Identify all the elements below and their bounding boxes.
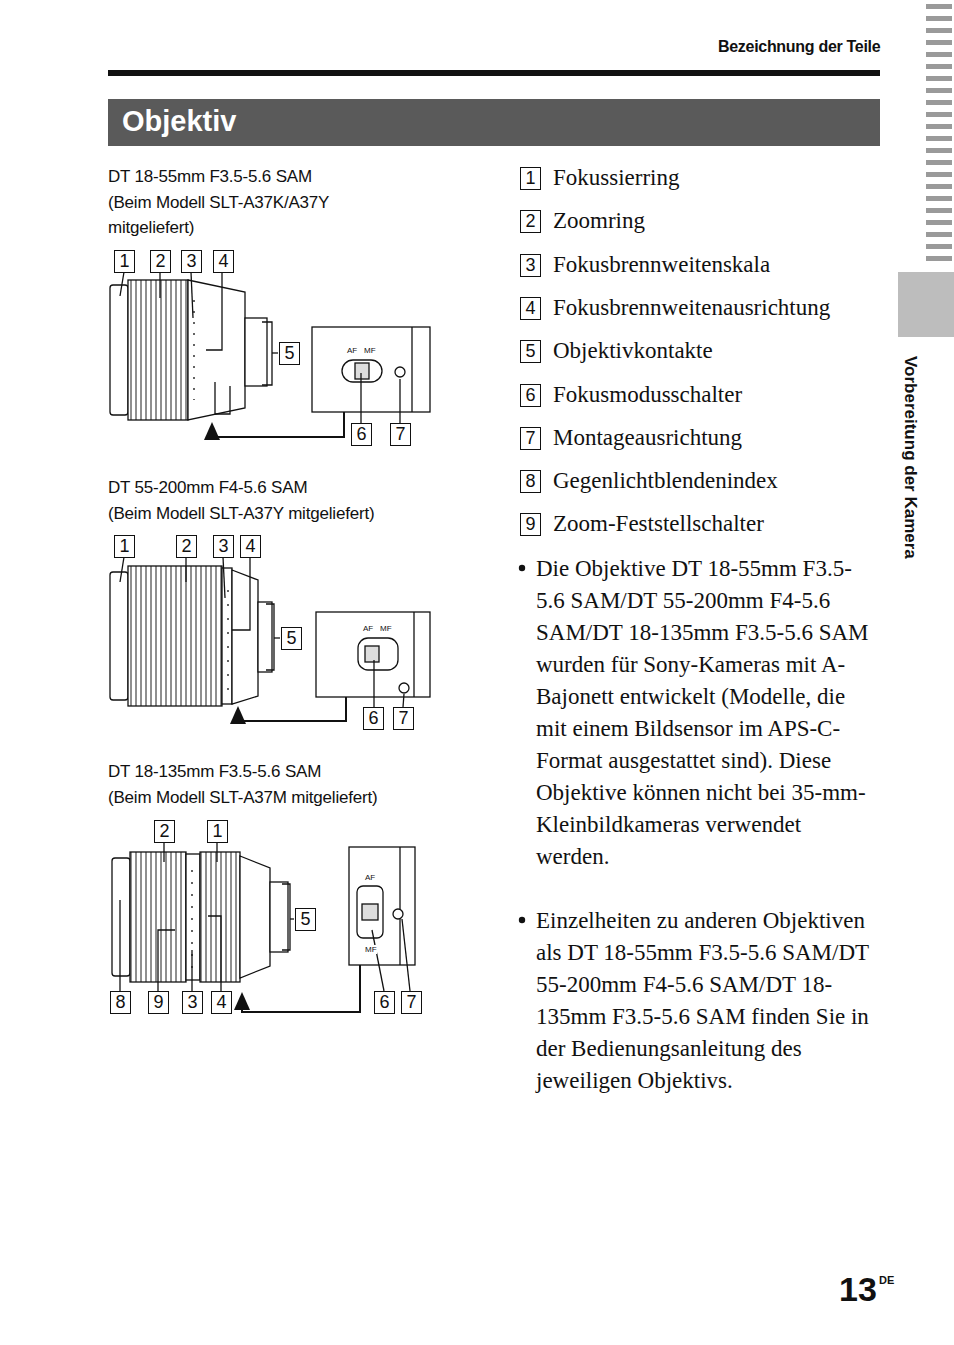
- callout-number: 7: [393, 707, 414, 730]
- callout-number: 6: [351, 423, 372, 446]
- part-name: Fokussierring: [553, 165, 680, 191]
- switch-label: AF: [347, 346, 357, 355]
- part-name: Zoomring: [553, 208, 645, 234]
- callout-number: 8: [110, 991, 131, 1014]
- callout-number: 1: [114, 535, 135, 558]
- note-text: Einzelheiten zu anderen Objektiven als D…: [536, 905, 878, 1097]
- part-name: Zoom-Feststellschalter: [553, 511, 764, 537]
- callout-number: 6: [374, 991, 395, 1014]
- side-tab-label: Vorbereitung der Kamera: [900, 356, 920, 559]
- part-name: Gegenlichtblendenindex: [553, 468, 778, 494]
- callout-number: 1: [207, 820, 228, 843]
- callout-number: 2: [176, 535, 197, 558]
- callout-number: 5: [281, 627, 302, 650]
- callout-number: 4: [240, 535, 261, 558]
- page-number: 13: [839, 1271, 877, 1307]
- lens-name: DT 18-135mm F3.5-5.6 SAM: [108, 759, 321, 784]
- callout-number: 3: [213, 535, 234, 558]
- note-text: Die Objektive DT 18-55mm F3.5-5.6 SAM/DT…: [536, 553, 878, 873]
- callout-number: 3: [181, 250, 202, 273]
- lens-note: (Beim Modell SLT-A37Y mitgeliefert): [108, 501, 374, 526]
- part-name: Fokusbrennweitenskala: [553, 252, 770, 278]
- title-band: Objektiv: [108, 99, 880, 146]
- switch-label: MF: [380, 624, 392, 633]
- part-name: Fokusmodusschalter: [553, 382, 742, 408]
- callout-number: 7: [390, 423, 411, 446]
- top-rule: [108, 70, 880, 76]
- part-name: Montageausrichtung: [553, 425, 742, 451]
- list-number: 9: [520, 513, 541, 536]
- lens-name: DT 18-55mm F3.5-5.6 SAM: [108, 164, 312, 189]
- list-number: 2: [520, 210, 541, 233]
- section-title: Objektiv: [122, 105, 236, 138]
- part-name: Objektivkontakte: [553, 338, 713, 364]
- side-stripes: [926, 4, 952, 261]
- callout-number: 5: [295, 908, 316, 931]
- callout-number: 4: [211, 991, 232, 1014]
- list-number: 4: [520, 297, 541, 320]
- lens-name: DT 55-200mm F4-5.6 SAM: [108, 475, 307, 500]
- lens-note: (Beim Modell SLT-A37M mitgeliefert): [108, 785, 378, 810]
- switch-label: MF: [364, 346, 376, 355]
- callout-number: 1: [114, 250, 135, 273]
- switch-label: AF: [365, 873, 375, 882]
- lens-18-135: [112, 842, 415, 1012]
- list-number: 5: [520, 340, 541, 363]
- running-header: Bezeichnung der Teile: [718, 38, 880, 56]
- side-tab: [898, 272, 954, 337]
- switch-label: MF: [365, 945, 377, 954]
- bullet-dot: [519, 565, 525, 571]
- page-suffix: DE: [879, 1274, 894, 1286]
- lens-note: (Beim Modell SLT-A37K/A37Y mitgeliefert): [108, 190, 378, 240]
- callout-number: 2: [150, 250, 171, 273]
- switch-label: AF: [363, 624, 373, 633]
- callout-number: 2: [154, 820, 175, 843]
- callout-number: 6: [363, 707, 384, 730]
- bullet-dot: [519, 917, 525, 923]
- lens-18-55: [110, 272, 430, 437]
- callout-number: 3: [182, 991, 203, 1014]
- list-number: 3: [520, 254, 541, 277]
- list-number: 8: [520, 470, 541, 493]
- list-number: 1: [520, 167, 541, 190]
- callout-number: 9: [148, 991, 169, 1014]
- callout-number: 7: [401, 991, 422, 1014]
- part-name: Fokusbrennweitenausrichtung: [553, 295, 830, 321]
- list-number: 7: [520, 427, 541, 450]
- list-number: 6: [520, 384, 541, 407]
- lens-55-200: [110, 557, 430, 721]
- callout-number: 4: [213, 250, 234, 273]
- callout-number: 5: [279, 342, 300, 365]
